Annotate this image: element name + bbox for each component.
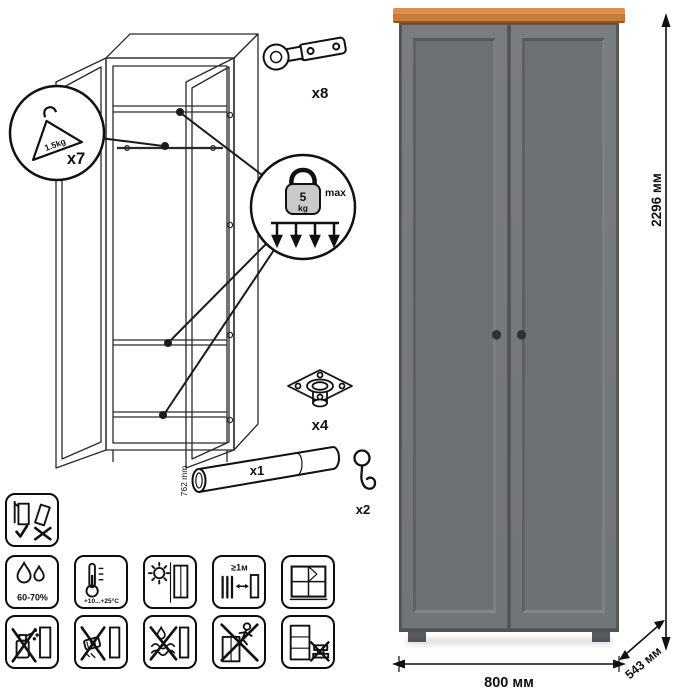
hinge-icon (262, 36, 347, 71)
no-climbing-icon (219, 621, 259, 662)
wardrobe-body (399, 23, 619, 632)
hanger-callout: 1.5kg x7 (8, 84, 106, 182)
heat-distance-icon: ≥1м (221, 562, 259, 599)
no-water-icon (149, 625, 189, 661)
picto-no-abrasives (74, 615, 128, 669)
depth-dimension: 543 мм (619, 620, 665, 682)
hook-count-label: x2 (356, 502, 370, 517)
left-door (401, 24, 508, 629)
anti-tip-icon (13, 500, 52, 541)
load-max-label: max (325, 187, 346, 199)
depth-label: 543 мм (623, 644, 665, 682)
picto-humidity: 60-70% (5, 555, 59, 609)
wardrobe-doors (401, 24, 617, 629)
hook-icon (353, 449, 377, 490)
height-label: 2296 мм (649, 173, 664, 227)
load-arrows (271, 221, 340, 249)
picto-sunlight (143, 555, 197, 609)
hinge-count-label: x8 (312, 85, 329, 102)
humidity-label: 60-70% (17, 592, 48, 602)
load-value-label: 5 (300, 190, 307, 204)
rod-count-label: x1 (250, 463, 264, 478)
picto-no-chemicals (5, 615, 59, 669)
picto-anti-tip (5, 493, 59, 547)
picto-no-water (143, 615, 197, 669)
height-dimension: 2296 мм (649, 13, 671, 651)
wardrobe-render (393, 8, 625, 642)
picto-no-climbing (212, 615, 266, 669)
rod-icon (191, 446, 340, 493)
wardrobe-top-trim (393, 8, 625, 23)
picto-temperature: +10...+25°C (74, 555, 128, 609)
temperature-label: +10...+25°C (83, 597, 118, 605)
width-label: 800 мм (484, 675, 534, 691)
shelf-load-callout: 5 kg max (249, 153, 357, 261)
ventilation-window-icon (289, 565, 327, 600)
rod-length-label: 762 mm (179, 466, 189, 497)
wardrobe-foot-left (408, 632, 426, 642)
load-unit-label: kg (298, 203, 308, 213)
heat-distance-label: ≥1м (231, 562, 247, 572)
hanger-count-label: x7 (67, 150, 85, 168)
wardrobe-foot-right (592, 632, 610, 642)
no-chemicals-icon (11, 626, 51, 663)
sunlight-icon (147, 561, 188, 603)
humidity-icon: 60-70% (16, 560, 48, 602)
callout-leader-lines (99, 108, 275, 419)
right-door-knob (517, 330, 526, 339)
no-abrasives-icon (80, 625, 120, 661)
left-door-knob (492, 330, 501, 339)
picto-heat-distance: ≥1м (212, 555, 266, 609)
trim-front-edge (393, 14, 625, 23)
kettlebell-icon: 5 kg (285, 167, 321, 215)
right-door-panel (522, 38, 605, 613)
foot-icon (287, 369, 353, 408)
right-door (510, 24, 617, 629)
width-dimension: 800 мм (392, 656, 626, 691)
foot-count-label: x4 (312, 417, 329, 434)
temperature-icon: +10...+25°C (83, 562, 119, 605)
picto-ventilation (281, 555, 335, 609)
left-door-panel (413, 38, 496, 613)
picto-no-heavy-loads (281, 615, 335, 669)
trim-top-surface (393, 8, 625, 14)
no-heavy-loads-icon (289, 624, 330, 662)
